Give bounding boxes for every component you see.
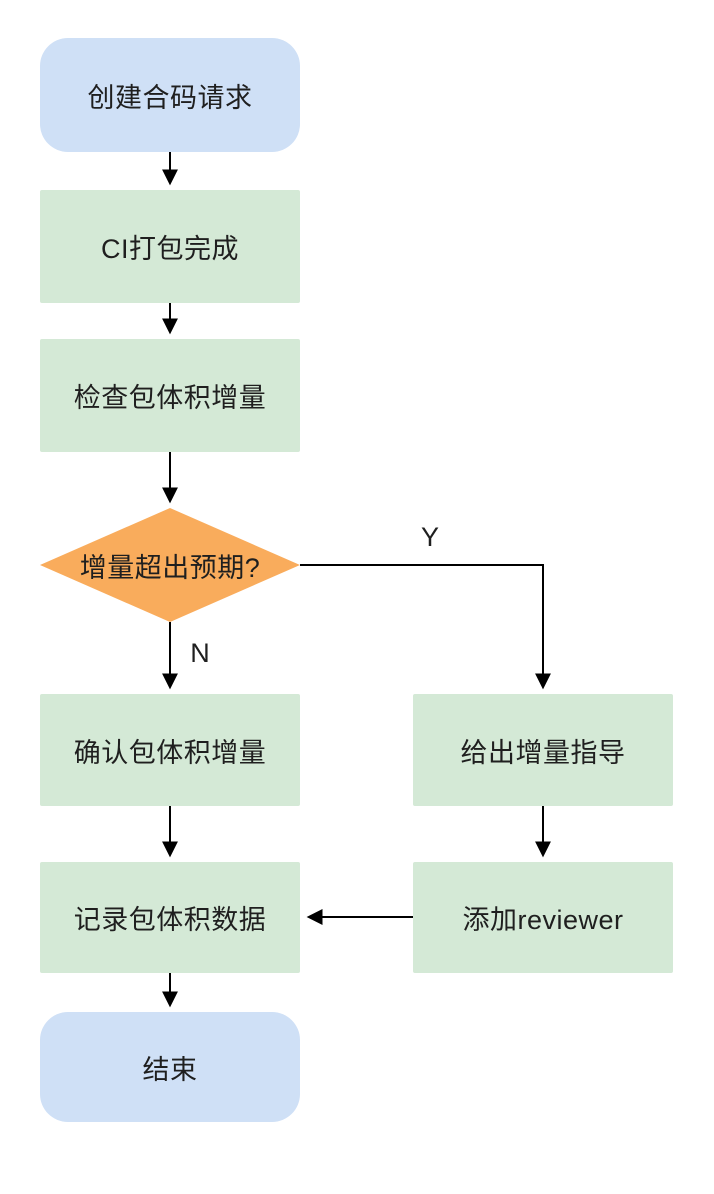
node-end: 结束 (40, 1012, 300, 1122)
node-record-package-data: 记录包体积数据 (40, 862, 300, 973)
node-create-merge-request: 创建合码请求 (40, 38, 300, 152)
node-confirm-package-size: 确认包体积增量 (40, 694, 300, 806)
node-ci-build-done: CI打包完成 (40, 190, 300, 303)
node-give-increment-guidance: 给出增量指导 (413, 694, 673, 806)
node-decision-size-exceeds: 增量超出预期? (40, 508, 300, 622)
edge-decision-to-guide (300, 564, 551, 690)
edge-label-y: Y (420, 522, 439, 552)
edge-label-n: N (190, 638, 210, 668)
node-check-package-size: 检查包体积增量 (40, 339, 300, 452)
node-add-reviewer: 添加reviewer (413, 862, 673, 973)
